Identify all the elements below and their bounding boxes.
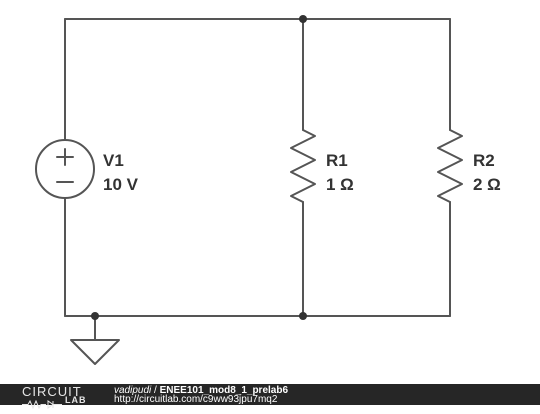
r1-name-label: R1 [326,151,348,170]
ground-symbol [70,339,120,365]
r1-value-label: 1 Ω [326,175,354,194]
circuit-url[interactable]: http://circuitlab.com/c9ww93jpu7mq2 [114,394,278,405]
circuitlab-logo-lab: LAB [65,395,87,405]
junction-node-bottom-middle [299,312,307,320]
resistor-r1-zigzag [290,129,316,203]
voltage-source-plus [56,148,74,166]
circuit-title[interactable]: ENEE101_mod8_1_prelab6 [159,385,289,396]
r2-value-label: 2 Ω [473,175,501,194]
circuitlab-logo-mark: LAB [22,395,102,410]
circuit-title-line: vadipudi / ENEE101_mod8_1_prelab6 [114,385,288,396]
r2-name-label: R2 [473,151,495,170]
title-separator: / [151,385,160,396]
junction-node-top [299,15,307,23]
voltage-source-symbol [35,139,95,199]
junction-node-ground [91,312,99,320]
v1-value-label: 10 V [103,175,139,194]
v1-name-label: V1 [103,151,124,170]
circuitlab-logo-text: CIRCUIT [22,384,82,399]
circuit-schematic: V1 10 V R1 1 Ω R2 2 Ω [35,15,501,365]
resistor-r2-zigzag [437,129,463,203]
footer-bar: CIRCUIT LAB vadipudi / ENEE101_mod8_1_pr… [0,384,540,410]
author-name[interactable]: vadipudi [114,385,152,396]
